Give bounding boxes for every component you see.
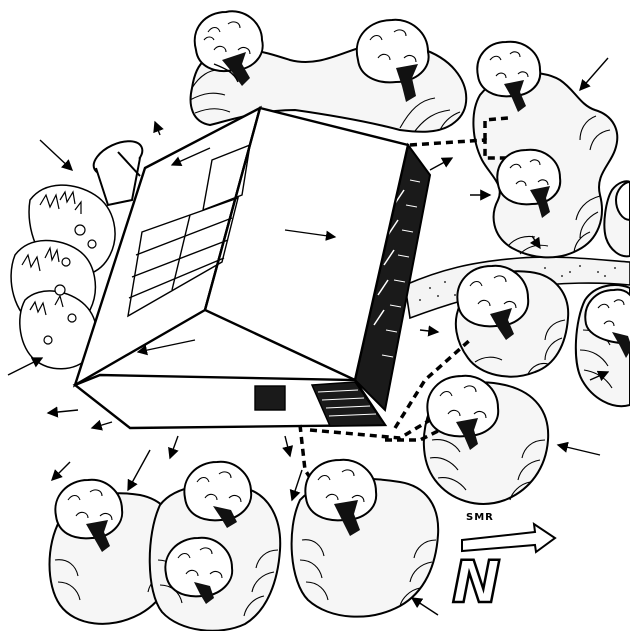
north-arrow: N [452, 524, 555, 616]
north-label: N [452, 548, 501, 616]
artist-signature: SMR [466, 512, 494, 523]
